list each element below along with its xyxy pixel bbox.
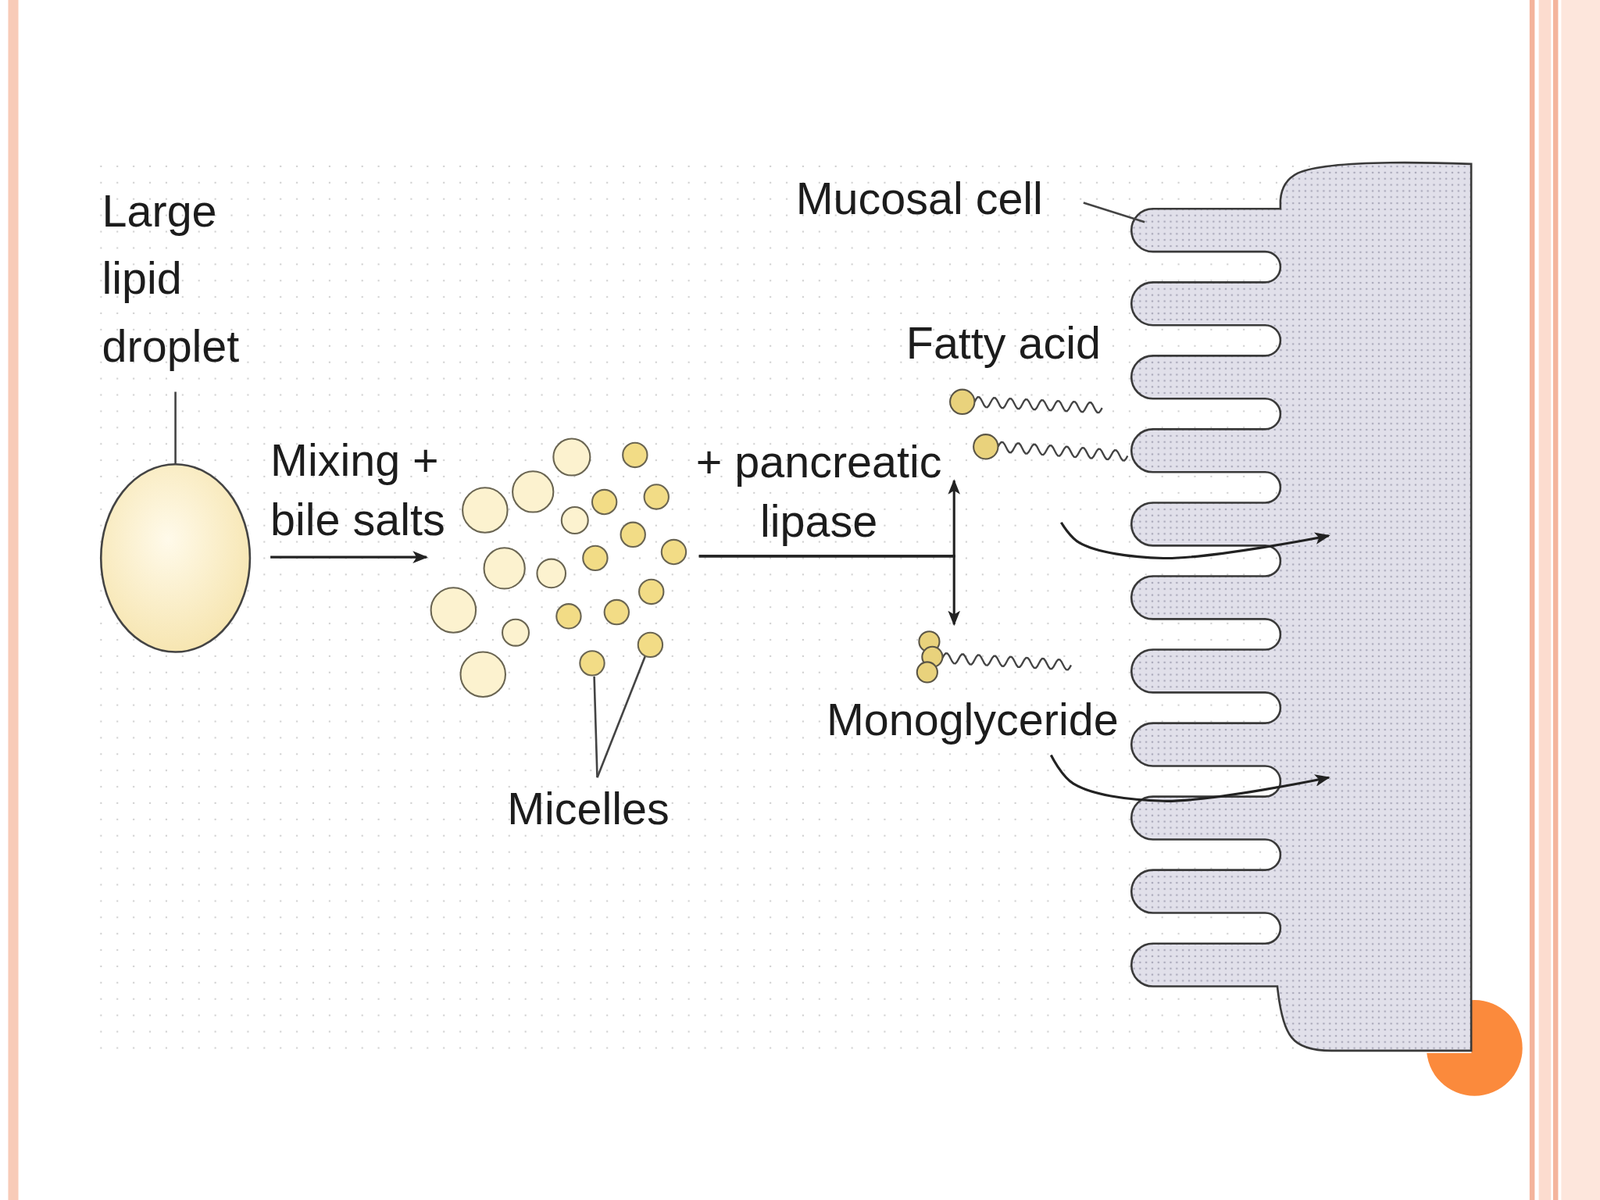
micelle-cluster: Micelles <box>428 433 700 837</box>
micelle <box>556 603 581 629</box>
micelle <box>639 579 664 604</box>
micelle <box>582 546 608 571</box>
node-label: Mucosal cell <box>796 169 1093 229</box>
node-label: Fatty acid <box>906 314 1147 373</box>
arrow-connector <box>699 556 955 625</box>
leader-line <box>593 676 597 778</box>
micelle <box>660 539 686 565</box>
micelle <box>483 547 525 589</box>
glycerol-head <box>917 662 938 683</box>
border-stripe <box>1553 0 1559 1200</box>
lipid-droplet: Large lipid droplet <box>96 173 271 658</box>
micelle <box>603 600 629 625</box>
edge-label: Mixing + bile salts <box>270 431 460 550</box>
border-stripe <box>1560 0 1600 1200</box>
micelle <box>430 587 475 633</box>
border-stripe <box>1529 0 1536 1200</box>
leader-line <box>174 392 177 465</box>
micelle <box>560 507 588 534</box>
node-outline <box>428 433 700 837</box>
micelle <box>462 487 508 533</box>
arrow-connector <box>270 556 427 559</box>
monoglyceride: Monoglyceride <box>821 627 1133 755</box>
micelle <box>536 559 566 589</box>
micelle <box>460 652 505 697</box>
micelle <box>622 442 647 468</box>
cell-membrane <box>1131 163 1472 1052</box>
node-label: Large lipid droplet <box>102 177 297 380</box>
border-stripe <box>1539 0 1552 1200</box>
node-label: Micelles <box>507 779 701 839</box>
hydrocarbon-tail <box>997 442 1128 461</box>
node-outline <box>1127 157 1475 1056</box>
hydrocarbon-tail <box>974 397 1102 414</box>
micelle <box>620 522 645 547</box>
micelle <box>512 471 554 512</box>
micelle <box>592 489 617 515</box>
polar-head <box>950 389 975 415</box>
mucosal-cell: Mucosal cell <box>1127 157 1475 1056</box>
micelle <box>579 650 604 675</box>
dotted-field <box>96 157 1472 1061</box>
node-label: Monoglyceride <box>826 690 1133 750</box>
leader-line <box>596 656 645 778</box>
node-outline <box>96 173 271 658</box>
leader-line <box>1083 203 1145 223</box>
micelle <box>502 619 529 647</box>
border-stripe <box>7 0 18 1200</box>
hydrocarbon-tail <box>942 653 1072 670</box>
polar-head <box>973 434 998 459</box>
edge-label: + pancreatic lipase <box>689 432 950 552</box>
micelle <box>553 439 590 476</box>
micelle <box>637 632 662 658</box>
droplet-shape <box>100 464 250 652</box>
micelle <box>643 484 668 509</box>
